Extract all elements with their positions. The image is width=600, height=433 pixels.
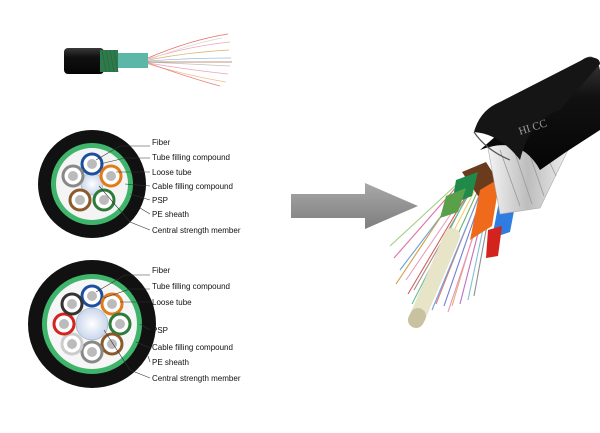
label-cable-filling-compound: Cable filling compound xyxy=(152,182,233,191)
label-pe-sheath: PE sheath xyxy=(152,358,189,367)
small-cable-illustration xyxy=(64,33,232,87)
loose-tube xyxy=(108,312,132,336)
label-psp: PSP xyxy=(152,326,169,335)
label-tube-filling-compound: Tube filling compound xyxy=(152,153,230,162)
label-loose-tube: Loose tube xyxy=(152,298,192,307)
loose-tube xyxy=(100,332,124,356)
loose-tube xyxy=(80,152,104,176)
large-cable-illustration: HI CC xyxy=(389,56,600,328)
cross-section-2 xyxy=(28,260,156,388)
loose-tube xyxy=(92,188,116,212)
label-central-strength-member: Central strength member xyxy=(152,374,241,383)
label-cable-filling-compound: Cable filling compound xyxy=(152,343,233,352)
loose-tube xyxy=(60,292,84,316)
label-fiber: Fiber xyxy=(152,138,171,147)
loose-tube xyxy=(80,340,104,364)
cross-section-1 xyxy=(38,130,151,238)
loose-tube xyxy=(99,164,123,188)
loose-tube xyxy=(61,164,85,188)
loose-tube xyxy=(68,188,92,212)
loose-tube xyxy=(100,292,124,316)
right-arrow-icon xyxy=(291,183,418,229)
label-fiber: Fiber xyxy=(152,266,171,275)
central-strength-member xyxy=(75,307,109,341)
loose-tube xyxy=(60,332,84,356)
loose-tube xyxy=(80,284,104,308)
label-pe-sheath: PE sheath xyxy=(152,210,189,219)
label-loose-tube: Loose tube xyxy=(152,168,192,177)
label-central-strength-member: Central strength member xyxy=(152,226,241,235)
loose-tube xyxy=(52,312,76,336)
label-tube-filling-compound: Tube filling compound xyxy=(152,282,230,291)
label-psp: PSP xyxy=(152,196,169,205)
